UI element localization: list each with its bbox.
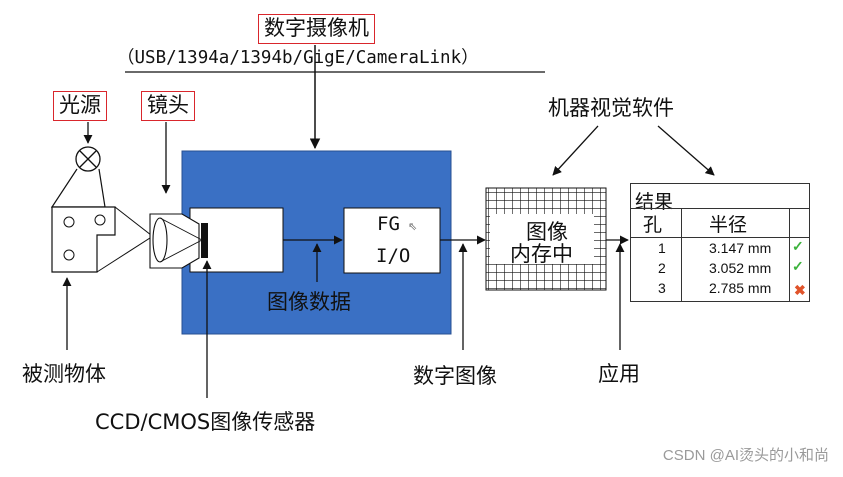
row-value: 3.147 mm bbox=[709, 240, 772, 256]
watermark: CSDN @AI烫头的小和尚 bbox=[662, 447, 829, 464]
sensor-chip bbox=[201, 223, 208, 258]
io-label: I/O bbox=[376, 245, 411, 267]
check-icon: ✓ bbox=[792, 238, 804, 254]
application-label: 应用 bbox=[598, 362, 640, 386]
digital-image-label: 数字图像 bbox=[413, 364, 497, 388]
interfaces-label: （USB/1394a/1394b/GigE/CameraLink） bbox=[117, 48, 479, 68]
row-value: 2.785 mm bbox=[709, 280, 772, 296]
lens-label: 镜头 bbox=[141, 91, 195, 121]
row-id: 1 bbox=[658, 240, 666, 256]
row-id: 2 bbox=[658, 260, 666, 276]
object-label: 被测物体 bbox=[22, 362, 106, 386]
cross-icon: ✖ bbox=[794, 282, 806, 298]
results-table: 结果 孔 半径 1 3.147 mm ✓ 2 3.052 mm ✓ 3 2.78… bbox=[630, 183, 810, 302]
memory-label-line2: 内存中 bbox=[510, 242, 573, 266]
memory-label-line1: 图像 bbox=[526, 220, 568, 244]
software-arrow-left bbox=[552, 125, 599, 176]
fg-label: FG bbox=[377, 213, 400, 235]
lens-glass bbox=[152, 217, 168, 263]
check-icon: ✓ bbox=[792, 258, 804, 274]
cursor-icon: ⇖ bbox=[408, 220, 418, 233]
memory-label-area bbox=[490, 214, 594, 264]
row-value: 3.052 mm bbox=[709, 260, 772, 276]
sensor-label: CCD/CMOS图像传感器 bbox=[95, 410, 316, 434]
results-title: 结果 bbox=[635, 191, 674, 213]
col-radius-header: 半径 bbox=[709, 214, 748, 236]
row-id: 3 bbox=[658, 280, 666, 296]
software-arrow-right bbox=[657, 125, 715, 176]
object-block bbox=[51, 206, 116, 273]
software-label: 机器视觉软件 bbox=[548, 96, 674, 120]
col-hole-header: 孔 bbox=[643, 214, 663, 236]
light-source-label: 光源 bbox=[53, 91, 107, 121]
lamp-housing bbox=[50, 168, 106, 208]
camera-label: 数字摄像机 bbox=[258, 14, 375, 44]
image-data-label: 图像数据 bbox=[267, 290, 351, 314]
